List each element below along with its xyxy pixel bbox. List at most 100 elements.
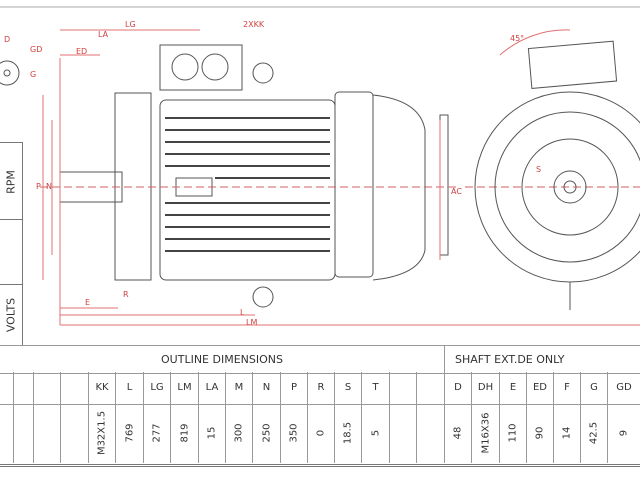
column-value: 42.5: [580, 403, 607, 463]
column-header: T: [361, 372, 389, 403]
column-value: M32X1.5: [88, 403, 115, 463]
column-header: [389, 372, 416, 403]
column-header: DH: [471, 372, 499, 403]
shaft-end-view: [0, 60, 20, 86]
value-text: M16X36: [480, 412, 491, 454]
column-header: S: [334, 372, 361, 403]
dim-ed: ED: [76, 47, 88, 56]
nameplate: [175, 177, 213, 197]
column-value: 819: [170, 403, 198, 463]
cooling-fins: [165, 117, 330, 252]
dim-ac: AC: [451, 187, 462, 196]
dim-2xkk: 2XKK: [243, 20, 265, 29]
column-value: 48: [444, 403, 471, 463]
column-header: F: [553, 372, 580, 403]
dim-l: L: [240, 308, 245, 317]
value-text: 18.5: [342, 421, 354, 445]
dim-e: E: [85, 298, 91, 307]
flange: [114, 92, 152, 281]
value-text: 90: [534, 426, 546, 440]
dim-s: S: [536, 165, 542, 174]
value-text: 819: [179, 423, 190, 443]
column-value: 769: [115, 403, 143, 463]
blank-cell: [0, 219, 23, 285]
value-text: 9: [618, 429, 630, 437]
column-value: 90: [526, 403, 553, 463]
column-value: 0: [307, 403, 334, 463]
column-value: 300: [225, 403, 252, 463]
column-header: G: [580, 372, 607, 403]
column-value: [13, 403, 33, 463]
value-text: 42.5: [588, 421, 600, 445]
column-header: P: [280, 372, 307, 403]
value-text: 350: [288, 423, 300, 443]
dim-n: N: [46, 182, 52, 191]
dim-d: D: [4, 35, 11, 44]
column-value: 250: [252, 403, 280, 463]
column-value: [33, 403, 60, 463]
value-text: 0: [315, 429, 327, 437]
column-header: L: [115, 372, 143, 403]
column-header: ED: [526, 372, 553, 403]
column-header: LG: [143, 372, 170, 403]
rpm-label: RPM: [4, 169, 18, 194]
value-text: M32X1.5: [96, 410, 108, 456]
terminal-box: [159, 44, 243, 91]
value-text: 48: [452, 426, 464, 440]
column-header: [33, 372, 60, 403]
column-header: GD: [607, 372, 640, 403]
value-text: 14: [561, 426, 573, 440]
dimension-table: OUTLINE DIMENSIONS SHAFT EXT.DE ONLY: [0, 345, 640, 467]
column-value: M16X36: [471, 403, 499, 463]
shaft-ext-title: SHAFT EXT.DE ONLY: [444, 346, 640, 373]
column-value: 277: [143, 403, 170, 463]
value-text: 15: [206, 426, 218, 440]
column-header: D: [444, 372, 471, 403]
column-value: 14: [553, 403, 580, 463]
dim-r: R: [123, 290, 129, 299]
column-value: [60, 403, 88, 463]
value-text: 277: [151, 423, 163, 443]
column-value: 9: [607, 403, 640, 463]
dim-la: LA: [98, 30, 109, 39]
value-text: 769: [124, 423, 135, 443]
column-value: 15: [198, 403, 225, 463]
column-header: R: [307, 372, 334, 403]
column-header: [416, 372, 444, 403]
column-value: 5: [361, 403, 389, 463]
value-text: 250: [261, 423, 272, 443]
motor-drawing: [0, 6, 640, 326]
fan-cover: [334, 91, 374, 278]
column-header: KK: [88, 372, 115, 403]
dim-g: G: [30, 70, 37, 79]
lifting-eye: [252, 62, 274, 84]
rpm-cell: RPM: [0, 142, 23, 220]
dim-lm: LM: [246, 318, 258, 327]
column-header: N: [252, 372, 280, 403]
column-header: [13, 372, 33, 403]
column-header: [60, 372, 88, 403]
dimension-lines: [42, 29, 640, 326]
column-value: [389, 403, 416, 463]
column-header: LM: [170, 372, 198, 403]
volts-label: VOLTS: [4, 297, 18, 333]
dim-lg: LG: [125, 20, 136, 29]
dim-p: P: [36, 182, 41, 191]
dim-gd: GD: [30, 45, 43, 54]
column-value: 350: [280, 403, 307, 463]
column-value: [416, 403, 444, 463]
column-header: LA: [198, 372, 225, 403]
fan-cover-end: [372, 94, 426, 281]
front-terminal-box: [527, 40, 618, 89]
value-text: 110: [507, 423, 519, 443]
column-value: 18.5: [334, 403, 361, 463]
motor-body: [159, 99, 336, 281]
dim-angle: 45°: [510, 34, 525, 43]
outline-dimensions-title: OUTLINE DIMENSIONS: [161, 353, 283, 366]
column-header: M: [225, 372, 252, 403]
value-text: 300: [233, 423, 245, 443]
volts-cell: VOLTS: [0, 284, 23, 345]
column-header: E: [499, 372, 526, 403]
column-value: 110: [499, 403, 526, 463]
